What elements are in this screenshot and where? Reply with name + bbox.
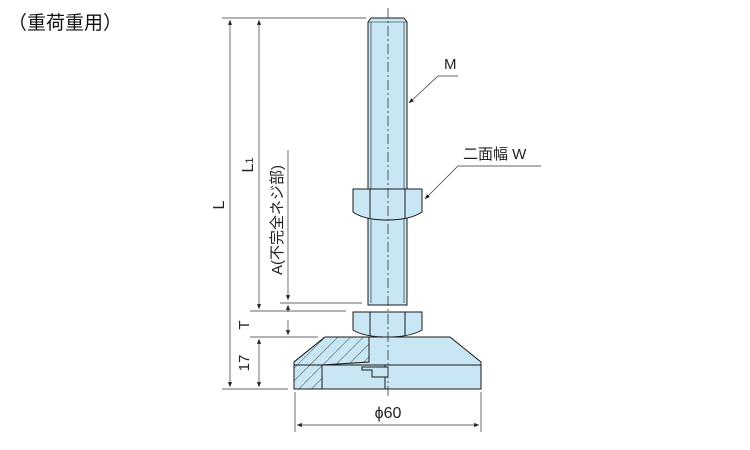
- label-T: T: [236, 320, 253, 329]
- label-diameter: ϕ60: [375, 405, 402, 422]
- label-17: 17: [236, 355, 253, 372]
- label-L1: L1: [240, 157, 257, 172]
- label-A: A(不完全ネジ部): [268, 165, 286, 275]
- leader-W: [424, 165, 541, 200]
- label-W: 二面幅 W: [463, 146, 527, 163]
- label-M: M: [444, 56, 457, 73]
- lock-nut: [352, 188, 423, 221]
- diagram-title: （重荷重用）: [8, 12, 123, 34]
- leader-M: [408, 75, 458, 104]
- base-nut: [352, 311, 423, 338]
- threaded-bolt: [367, 17, 408, 306]
- label-L: L: [211, 200, 228, 209]
